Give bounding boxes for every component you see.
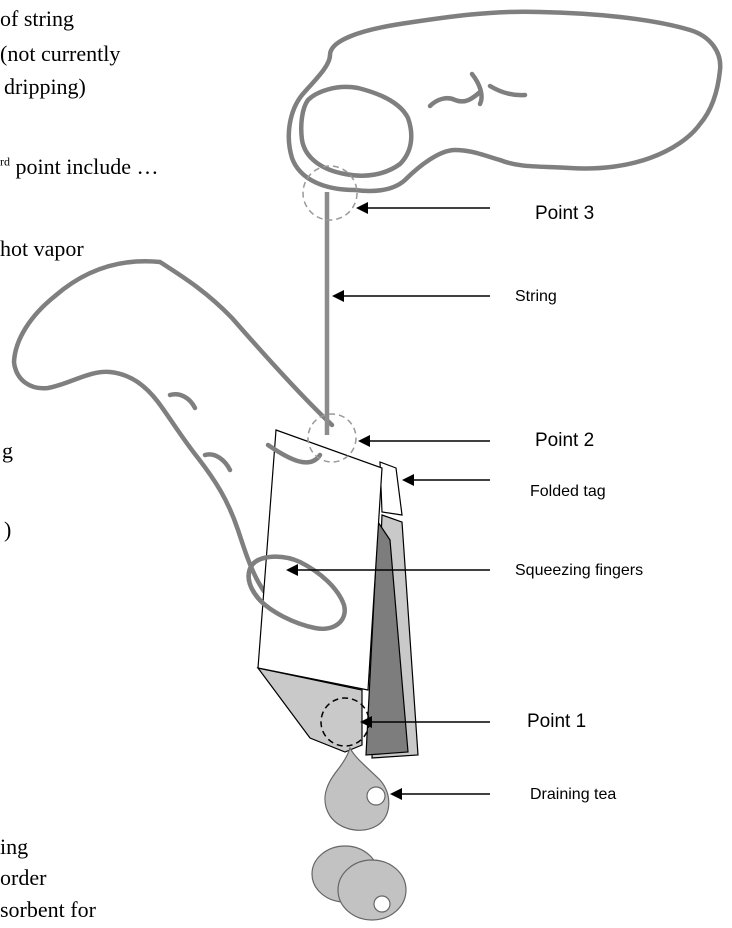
label-point-1: Point 1 — [527, 712, 586, 731]
tea-drop-1-highlight — [367, 787, 385, 805]
label-string: String — [515, 289, 557, 305]
label-draining-tea: Draining tea — [530, 787, 616, 803]
upper-hand-outline — [289, 12, 720, 191]
tea-drop-3 — [338, 860, 406, 920]
tea-drops — [312, 748, 406, 920]
folded-tag-front — [258, 430, 382, 690]
label-folded-tag: Folded tag — [530, 484, 606, 500]
folded-tag-back — [380, 462, 402, 515]
tea-drop-3-highlight — [374, 896, 390, 912]
label-point-2: Point 2 — [535, 431, 594, 450]
label-point-3: Point 3 — [535, 204, 594, 223]
label-squeezing-fingers: Squeezing fingers — [515, 563, 643, 579]
